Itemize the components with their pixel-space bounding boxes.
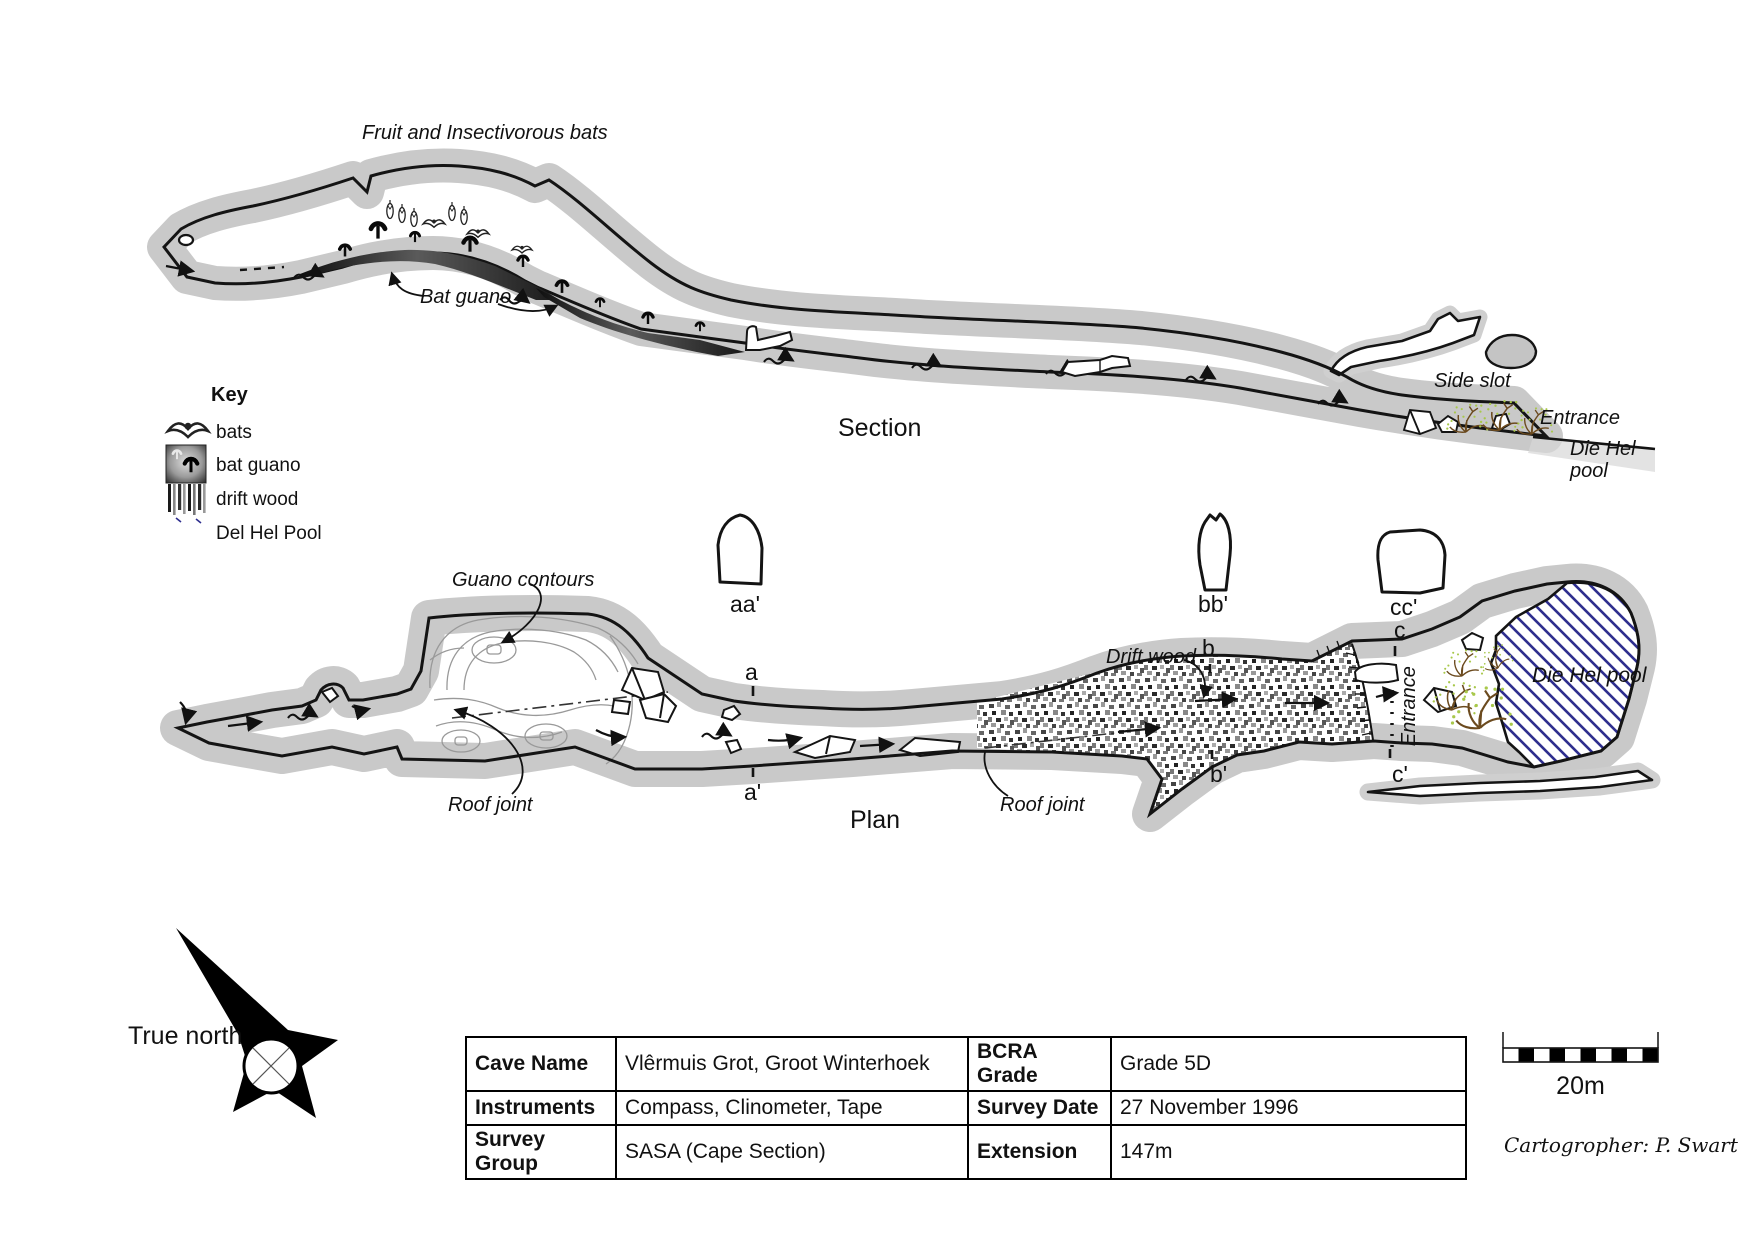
marker-b: b [1202,635,1215,661]
plan-view-drawing [160,512,1661,832]
compass-rose [176,928,338,1118]
fruit-bats-label: Fruit and Insectivorous bats [362,122,608,144]
plan-entrance-label: Entrance [1397,666,1420,747]
extension-value: 147m [1110,1124,1467,1180]
marker-a-prime: a' [744,779,762,805]
entrance-ledge [1353,662,1400,684]
cartographer-credit: Cartogropher: P. Swart [1504,1133,1738,1157]
survey-info-table: Cave Name Vlêrmuis Grot, Groot Winterhoe… [465,1036,1467,1180]
flow-arrow [1375,686,1400,703]
bcra-grade-header: BCRA Grade [967,1036,1112,1092]
drift-wood-piece [1060,354,1132,378]
section-title: Section [838,414,922,442]
side-slot-label: Side slot [1434,370,1511,392]
table-row: Survey Group SASA (Cape Section) Extensi… [465,1124,1467,1180]
cave-name-value: Vlêrmuis Grot, Groot Winterhoek [615,1036,969,1092]
bat-guano-leader-right [497,303,559,317]
key-item-bats: bats [216,422,252,443]
section-entrance-label: Entrance [1540,407,1621,429]
cross-section-label-aa: aa' [730,591,760,617]
section-pool-label: Die Hel pool [1570,438,1636,483]
section-marker-ticks [751,646,1397,777]
marker-b-prime: b' [1210,761,1228,787]
marker-c: c [1394,617,1406,643]
instruments-value: Compass, Clinometer, Tape [615,1090,969,1126]
bat-guano-label: Bat guano [420,286,512,308]
flow-arrow [595,729,628,747]
drift-wood-area [977,641,1373,814]
drift-wood-icon [168,484,206,524]
cross-section-cc [1376,528,1447,595]
drift-wood-label: Drift wood [1106,646,1197,668]
roof-joint-right-leader [983,751,1009,797]
marker-c-prime: c' [1392,761,1408,787]
plan-title: Plan [850,806,901,834]
scale-bar [1502,1032,1659,1063]
cross-section-bb [1197,512,1232,592]
section-passage-outline [162,164,1551,438]
boulder-pile [320,666,743,755]
key-icons [165,421,210,524]
section-passage-halo [147,148,1563,453]
key-item-pool: Del Hel Pool [216,523,322,544]
drift-wood-piece [744,325,794,351]
survey-date-value: 27 November 1996 [1110,1090,1467,1126]
section-ground-halo [1528,437,1655,472]
flow-arrow [767,733,804,750]
cross-section-shapes [716,512,1447,595]
bat-guano-icon [165,444,207,484]
section-rock-window [177,233,195,247]
bat-guano-deposit [300,224,745,356]
flow-arrow [1194,691,1239,708]
true-north-label: True north [128,1022,243,1050]
survey-group-header: Survey Group [465,1124,617,1180]
roof-joint-label-right: Roof joint [1000,794,1085,816]
guano-contours-label: Guano contours [452,569,595,591]
roof-joint-left-leader [453,706,524,795]
flow-arrow [165,260,196,277]
flow-arrow [227,715,264,732]
guano-contours-leader [500,583,542,644]
extension-header: Extension [967,1124,1112,1180]
key-title: Key [211,384,248,406]
key-item-bat-guano: bat guano [216,455,301,476]
table-row: Cave Name Vlêrmuis Grot, Groot Winterhoe… [465,1036,1467,1092]
bat-icon [166,421,210,439]
cross-section-aa [716,513,764,586]
drift-wood-leader [1183,659,1213,699]
section-view-drawing [147,148,1656,472]
roof-joint-line-left [451,691,669,719]
scale-bar-label: 20m [1556,1072,1605,1100]
plan-pool-label: Die Hel pool [1532,664,1647,687]
key-item-drift-wood: drift wood [216,489,299,510]
cross-section-label-bb: bb' [1198,591,1228,617]
plan-passage-outline [173,580,1641,819]
cave-name-header: Cave Name [465,1036,617,1092]
bcra-grade-value: Grade 5D [1110,1036,1467,1092]
survey-group-value: SASA (Cape Section) [615,1124,969,1180]
side-slot-rock [1484,333,1538,370]
roof-joint-label-left: Roof joint [448,794,533,816]
survey-date-header: Survey Date [967,1090,1112,1126]
cross-section-label-cc: cc' [1390,594,1418,620]
flow-arrow [351,704,372,721]
section-entrance-ground-line [1532,435,1656,451]
table-row: Instruments Compass, Clinometer, Tape Su… [465,1090,1467,1126]
marker-a: a [745,659,758,685]
flow-arrow [179,701,198,726]
flow-arrow [1117,721,1162,738]
flow-arrow [859,736,896,754]
bat-guano-leader-left [388,271,425,297]
roof-joint-line-right [984,732,1116,749]
instruments-header: Instruments [465,1090,617,1126]
entrance-cliff-edge [1351,643,1374,741]
